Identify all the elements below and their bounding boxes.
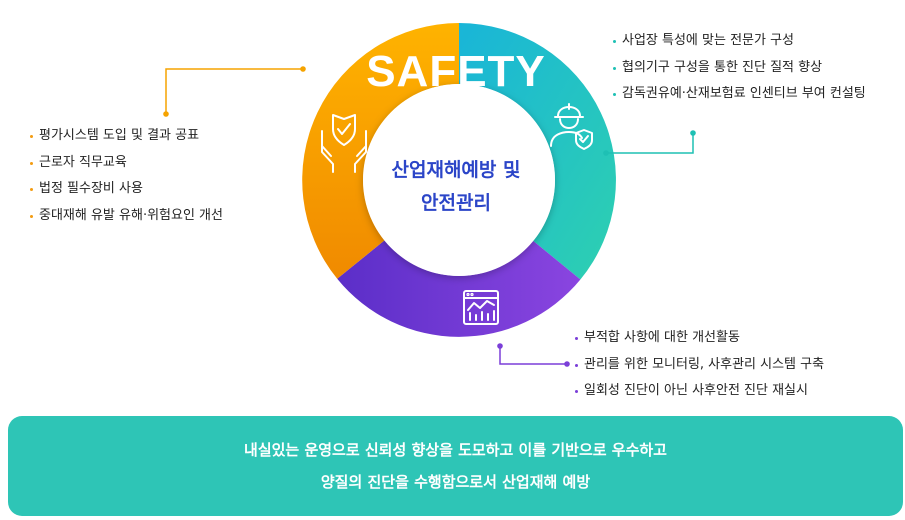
ring-label: SAFETY xyxy=(366,47,546,96)
list-item-text: 법정 필수장비 사용 xyxy=(39,181,143,196)
bullet-dot xyxy=(575,363,578,367)
bottom-right-list: 부적합 사항에 대한 개선활동 관리를 위한 모니터링, 사후관리 시스템 구축… xyxy=(575,329,824,409)
connector-left xyxy=(163,66,306,117)
hands-shield-icon xyxy=(321,114,367,173)
bullet-dot xyxy=(30,161,33,165)
segment-teal xyxy=(459,23,616,280)
list-item: 협의기구 구성을 통한 진단 질적 향상 xyxy=(613,59,866,77)
list-item-text: 사업장 특성에 맞는 전문가 구성 xyxy=(622,33,795,48)
bullet-dot xyxy=(30,135,33,138)
center-title-line1: 산업재해예방 및 xyxy=(391,159,521,181)
left-list: 평가시스템 도입 및 결과 공표 근로자 직무교육 법정 필수장비 사용 중대재… xyxy=(30,127,223,233)
bullet-dot xyxy=(30,214,33,218)
worker-helmet-icon xyxy=(550,103,593,150)
list-item-text: 일회성 진단이 아닌 사후안전 진단 재실시 xyxy=(584,383,808,398)
list-item: 감독권유예·산재보험료 인센티브 부여 컨설팅 xyxy=(613,85,866,103)
list-item-text: 협의기구 구성을 통한 진단 질적 향상 xyxy=(622,59,823,75)
list-item-text: 근로자 직무교육 xyxy=(39,154,127,170)
center-title: 산업재해예방 및 안전관리 xyxy=(361,154,551,220)
bullet-dot xyxy=(30,188,33,191)
list-item: 사업장 특성에 맞는 전문가 구성 xyxy=(613,32,866,50)
list-item: 중대재해 유발 유해·위험요인 개선 xyxy=(30,207,223,225)
list-item: 평가시스템 도입 및 결과 공표 xyxy=(30,127,223,145)
bullet-dot xyxy=(613,93,616,96)
list-item: 근로자 직무교육 xyxy=(30,154,223,172)
list-item: 일회성 진단이 아닌 사후안전 진단 재실시 xyxy=(575,382,824,400)
banner-line1: 내실있는 운영으로 신뢰성 향상을 도모하고 이를 기반으로 우수하고 xyxy=(244,441,667,459)
bullet-dot xyxy=(613,40,616,43)
top-right-list: 사업장 특성에 맞는 전문가 구성 협의기구 구성을 통한 진단 질적 향상 감… xyxy=(613,32,866,112)
connector-bottom-right xyxy=(497,343,570,367)
segment-purple xyxy=(337,240,581,337)
banner-line2: 양질의 진단을 수행함으로서 산업재해 예방 xyxy=(320,473,591,491)
bullet-dot xyxy=(575,337,578,340)
list-item-text: 부적합 사항에 대한 개선활동 xyxy=(584,330,740,345)
monitoring-chart-icon xyxy=(463,290,499,325)
list-item: 법정 필수장비 사용 xyxy=(30,180,223,198)
list-item: 부적합 사항에 대한 개선활동 xyxy=(575,329,824,347)
list-item-text: 감독권유예·산재보험료 인센티브 부여 컨설팅 xyxy=(622,86,866,101)
list-item-text: 관리를 위한 모니터링, 사후관리 시스템 구축 xyxy=(584,356,825,372)
list-item: 관리를 위한 모니터링, 사후관리 시스템 구축 xyxy=(575,356,824,374)
center-title-line2: 안전관리 xyxy=(421,192,491,214)
bullet-dot xyxy=(613,66,616,70)
segment-orange xyxy=(302,23,459,279)
connector-top-right xyxy=(603,130,696,156)
summary-banner: 내실있는 운영으로 신뢰성 향상을 도모하고 이를 기반으로 우수하고 양질의 … xyxy=(8,416,903,516)
list-item-text: 중대재해 유발 유해·위험요인 개선 xyxy=(39,207,223,223)
list-item-text: 평가시스템 도입 및 결과 공표 xyxy=(39,128,200,143)
center-disc xyxy=(363,84,555,276)
bullet-dot xyxy=(575,390,578,393)
